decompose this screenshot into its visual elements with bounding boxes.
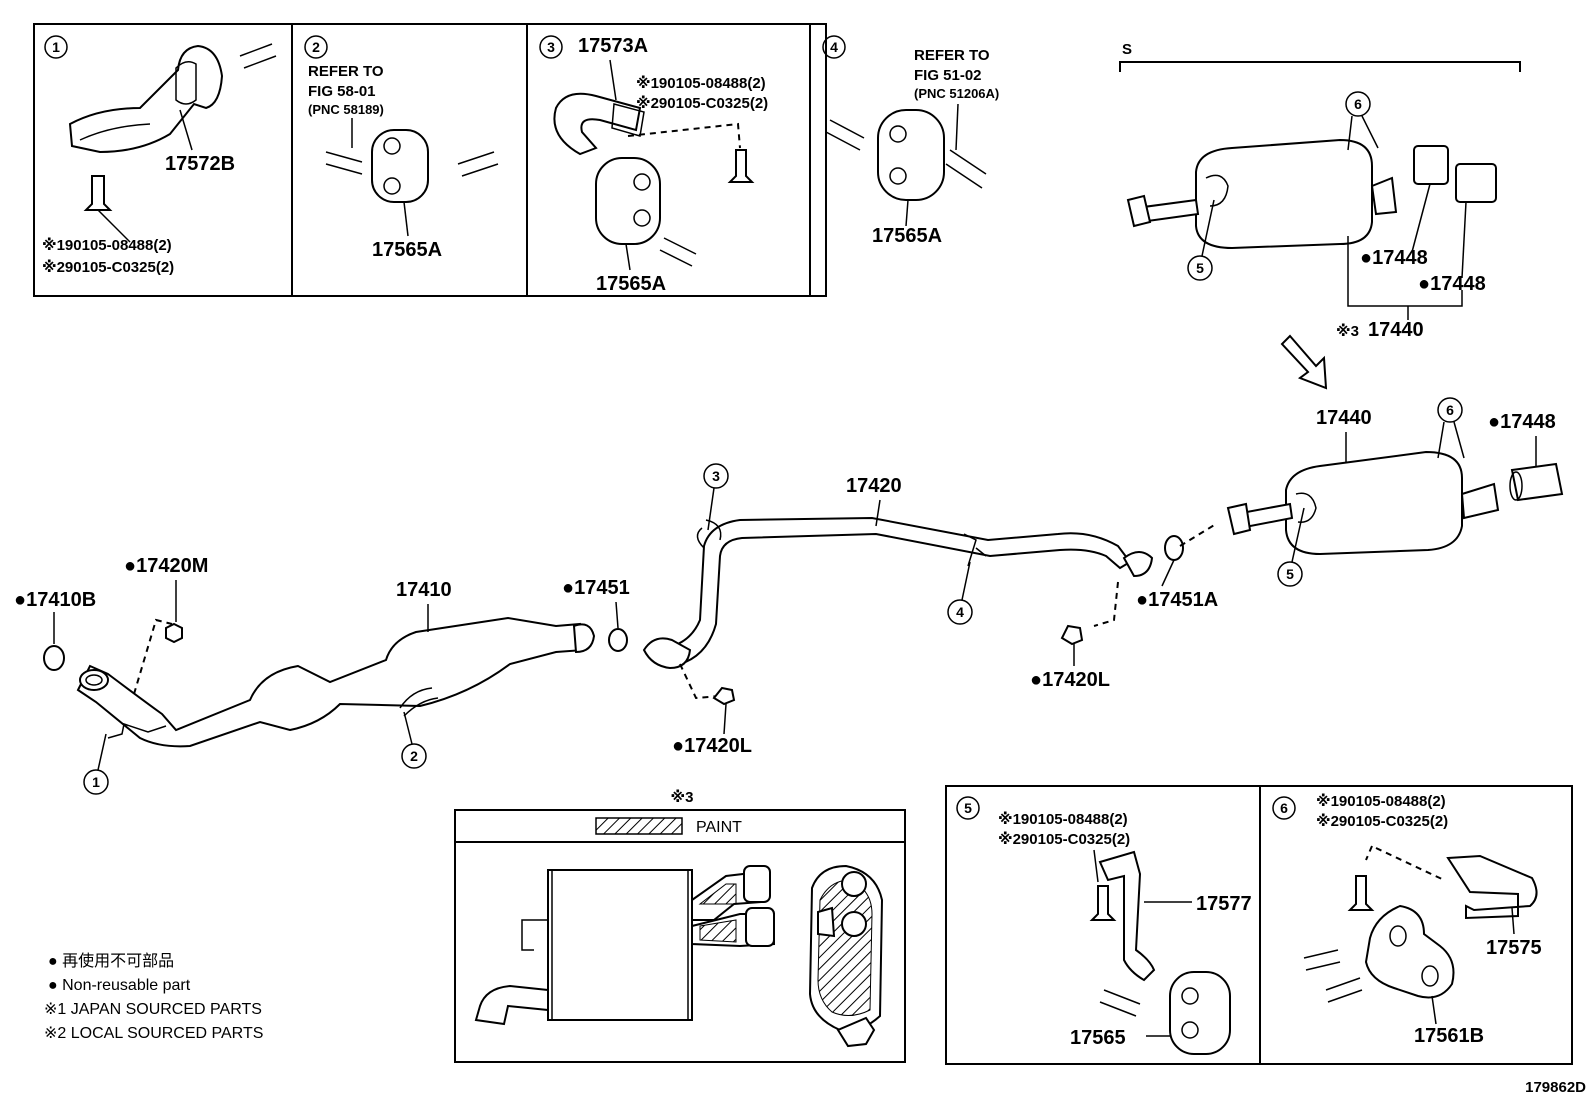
s-callout-5: 5 bbox=[1196, 260, 1204, 276]
svg-text:4: 4 bbox=[956, 604, 964, 620]
box-5: 5 ※190105-08488(2) ※290105-C0325(2) 1757… bbox=[945, 785, 1261, 1065]
part-17451: ●17451 bbox=[562, 577, 630, 599]
part-17420L-a: ●17420L bbox=[672, 735, 752, 757]
part-17565A-p4: 17565A bbox=[872, 225, 942, 247]
top-panels: 1 17572B ※190105-08488(2) ※290105-C0325(… bbox=[33, 23, 999, 297]
panel-2-refer-line3: (PNC 58189) bbox=[308, 102, 384, 117]
part-17565A-p3: 17565A bbox=[596, 273, 666, 295]
legend: ● 再使用不可部品 ● Non-reusable part ※1 JAPAN S… bbox=[44, 952, 263, 1042]
panel-1: 1 17572B ※190105-08488(2) ※290105-C0325(… bbox=[42, 35, 277, 276]
paint-label: PAINT bbox=[696, 819, 742, 836]
panel-3: 3 17573A ※190105-08488(2) ※290105-C0325(… bbox=[539, 35, 768, 295]
panel-2-refer-line1: REFER TO bbox=[308, 63, 384, 80]
part-17573A: 17573A bbox=[578, 35, 648, 57]
main-labels: ●17410B ●17420M 17410 ●17451 ●17420L 174… bbox=[14, 397, 1556, 795]
legend-line1: ● 再使用不可部品 bbox=[48, 952, 174, 970]
svg-text:5: 5 bbox=[1286, 566, 1294, 582]
callout-5: 5 bbox=[1277, 507, 1305, 587]
callout-1: 1 bbox=[83, 733, 109, 795]
part-17440: 17440 bbox=[1316, 407, 1372, 429]
paint-box-title: ※3 bbox=[671, 788, 694, 806]
callout-6: 6 bbox=[1437, 397, 1465, 459]
paint-box: ※3 PAINT bbox=[454, 788, 906, 1063]
diagram-id: 179862D bbox=[1525, 1079, 1586, 1096]
box-6: 6 ※190105-08488(2) ※290105-C0325(2) 1757… bbox=[1259, 785, 1573, 1065]
part-17420M: ●17420M bbox=[124, 555, 208, 577]
part-17420L-b: ●17420L bbox=[1030, 669, 1110, 691]
box-6-number: 6 bbox=[1280, 800, 1288, 816]
main-exhaust bbox=[43, 450, 1564, 748]
part-17572B: 17572B bbox=[165, 153, 235, 175]
part-17561B: 17561B bbox=[1414, 1025, 1484, 1047]
legend-line2: ● Non-reusable part bbox=[48, 977, 191, 994]
panel-3-note1: ※190105-08488(2) bbox=[636, 74, 766, 92]
panel-1-note2: ※290105-C0325(2) bbox=[42, 258, 174, 276]
callout-2: 2 bbox=[401, 711, 427, 769]
box-5-number: 5 bbox=[964, 800, 972, 816]
part-17577: 17577 bbox=[1196, 893, 1252, 915]
box-5-note2: ※290105-C0325(2) bbox=[998, 830, 1130, 848]
part-17448: ●17448 bbox=[1488, 411, 1556, 433]
svg-text:1: 1 bbox=[92, 774, 100, 790]
part-17565A-p2: 17565A bbox=[372, 239, 442, 261]
panel-2: 2 REFER TO FIG 58-01 (PNC 58189) 17565A bbox=[304, 35, 499, 261]
panel-4-refer-line3: (PNC 51206A) bbox=[914, 86, 999, 101]
svg-text:6: 6 bbox=[1446, 402, 1454, 418]
panel-4: 4 REFER TO FIG 51-02 (PNC 51206A) 17565A bbox=[822, 35, 999, 247]
panel-1-note1: ※190105-08488(2) bbox=[42, 236, 172, 254]
panel-2-number: 2 bbox=[312, 39, 320, 55]
callout-4: 4 bbox=[947, 561, 973, 625]
svg-text:2: 2 bbox=[410, 748, 418, 764]
legend-line4: ※2 LOCAL SOURCED PARTS bbox=[44, 1025, 263, 1042]
callout-3: 3 bbox=[703, 463, 729, 531]
s-tip-17448-a: ●17448 bbox=[1360, 247, 1428, 269]
part-17410: 17410 bbox=[396, 579, 452, 601]
panel-1-number: 1 bbox=[52, 39, 60, 55]
part-17565: 17565 bbox=[1070, 1027, 1126, 1049]
panel-4-refer-line1: REFER TO bbox=[914, 47, 990, 64]
part-17420: 17420 bbox=[846, 475, 902, 497]
panel-3-note2: ※290105-C0325(2) bbox=[636, 94, 768, 112]
s-assy-17440: 17440 bbox=[1368, 319, 1424, 341]
box-5-note1: ※190105-08488(2) bbox=[998, 810, 1128, 828]
part-17451A: ●17451A bbox=[1136, 589, 1218, 611]
box-6-note1: ※190105-08488(2) bbox=[1316, 792, 1446, 810]
part-17575: 17575 bbox=[1486, 937, 1542, 959]
svg-text:3: 3 bbox=[712, 468, 720, 484]
s-tip-17448-b: ●17448 bbox=[1418, 273, 1486, 295]
part-17410B: ●17410B bbox=[14, 589, 96, 611]
s-callout-6: 6 bbox=[1354, 96, 1362, 112]
s-label: S bbox=[1122, 41, 1132, 58]
panel-4-refer-line2: FIG 51-02 bbox=[914, 67, 982, 84]
panel-3-number: 3 bbox=[547, 39, 555, 55]
panel-4-number: 4 bbox=[830, 39, 838, 55]
legend-line3: ※1 JAPAN SOURCED PARTS bbox=[44, 1001, 262, 1018]
panel-2-refer-line2: FIG 58-01 bbox=[308, 83, 376, 100]
s-assy-prefix: ※3 bbox=[1336, 322, 1359, 340]
s-section: S 6 5 ●17448 ●17448 ※3 17440 bbox=[1119, 41, 1521, 390]
box-6-note2: ※290105-C0325(2) bbox=[1316, 812, 1448, 830]
